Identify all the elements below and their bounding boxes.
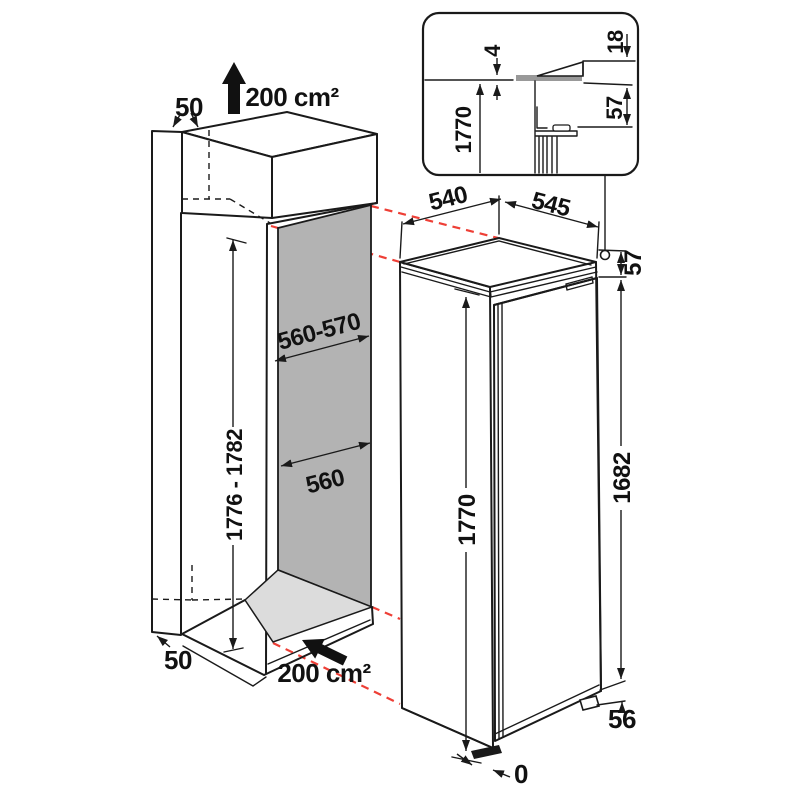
niche-dimensions: 50 1776 - 1782 560-570 560 50 — [156, 92, 371, 675]
appliance-height-label: 1770 — [454, 494, 481, 546]
floor-gap-arrow-left — [456, 753, 473, 766]
top-offset-ticks — [598, 249, 627, 278]
label-mask — [220, 427, 246, 545]
hidden-edges-top — [182, 130, 271, 224]
depth-dim-line — [504, 200, 599, 229]
detail-gap-label: 4 — [480, 44, 505, 57]
niche-width-dim-line — [274, 334, 370, 363]
vent-arrow-up-icon — [222, 62, 246, 114]
niche-bottom-gap-arrow — [156, 635, 171, 648]
projection-line-bottom-back — [371, 605, 401, 621]
vent-top-group: 200 cm² — [222, 62, 340, 114]
vent-top-label: 200 cm² — [245, 82, 339, 112]
inset-door-section-lines — [538, 136, 558, 174]
plinth-ticks — [596, 680, 626, 706]
floor-gap-arrow-right — [492, 769, 511, 778]
inset-frame — [421, 11, 640, 177]
niche-top-gap-arrow-left — [172, 112, 182, 128]
front-foot — [471, 745, 502, 759]
appliance-depth-label: 545 — [529, 187, 573, 223]
appliance-door-face — [493, 277, 602, 742]
appliance-right-edge — [595, 261, 602, 692]
niche-drawing: 200 cm² 200 cm² 50 1776 - 1782 560-570 5… — [151, 62, 499, 705]
projection-line-top-back — [370, 204, 499, 240]
niche-top-gap-arrow-right — [189, 112, 199, 128]
label-mask — [607, 446, 633, 510]
niche-depth-dim-line — [280, 441, 371, 468]
appliance-bottom-edge — [401, 707, 494, 749]
door-hinge-lines — [497, 302, 504, 740]
plinth-outer-edges — [181, 599, 374, 676]
label-mask — [452, 488, 478, 552]
floor-gap-label: 0 — [514, 759, 528, 789]
inset-step-edges — [582, 60, 636, 76]
niche-side-panel — [277, 203, 372, 609]
appliance-drawing: 540 545 57 1682 56 1770 — [399, 175, 647, 789]
hidden-edges-bottom — [151, 565, 245, 601]
vent-bottom-label: 200 cm² — [277, 658, 371, 688]
inset-worktop-bar — [516, 75, 582, 81]
callout-point — [599, 249, 611, 261]
door-top-edge — [493, 277, 598, 306]
detail-top-offset-label: 57 — [602, 96, 627, 120]
vent-arrow-in-icon — [302, 638, 348, 666]
inset-hinge-pin — [552, 124, 571, 132]
appliance-top-offset-label: 57 — [620, 250, 647, 276]
appliance-width-label: 540 — [426, 181, 470, 217]
door-bottom-inner-edge — [494, 684, 600, 735]
niche-height-label: 1776 - 1782 — [222, 429, 247, 541]
niche-height-dim-ticks — [223, 237, 247, 653]
detail-inset: 4 1770 18 57 — [421, 11, 640, 177]
detail-height-label: 1770 — [451, 106, 476, 153]
niche-side-wall — [151, 130, 183, 636]
niche-opening — [244, 202, 378, 674]
rear-foot — [578, 695, 601, 711]
plinth-height-label: 56 — [608, 704, 636, 734]
width-dim-line — [402, 197, 502, 226]
projection-line-bottom-front — [272, 642, 401, 705]
upper-cabinet-box — [181, 111, 378, 224]
top-lip-edges — [400, 266, 598, 298]
niche-bottom-gap-label: 50 — [164, 645, 192, 675]
door-height-label: 1682 — [609, 452, 636, 504]
top-face-rim — [403, 240, 592, 266]
vent-bottom-group: 200 cm² — [277, 638, 372, 688]
detail-step-label: 18 — [603, 30, 628, 54]
projection-lines — [270, 204, 499, 705]
inset-bracket — [536, 106, 548, 129]
inset-offset-ticks — [577, 82, 633, 128]
door-handle-recess — [565, 276, 594, 291]
side-wall-edges — [151, 130, 183, 636]
